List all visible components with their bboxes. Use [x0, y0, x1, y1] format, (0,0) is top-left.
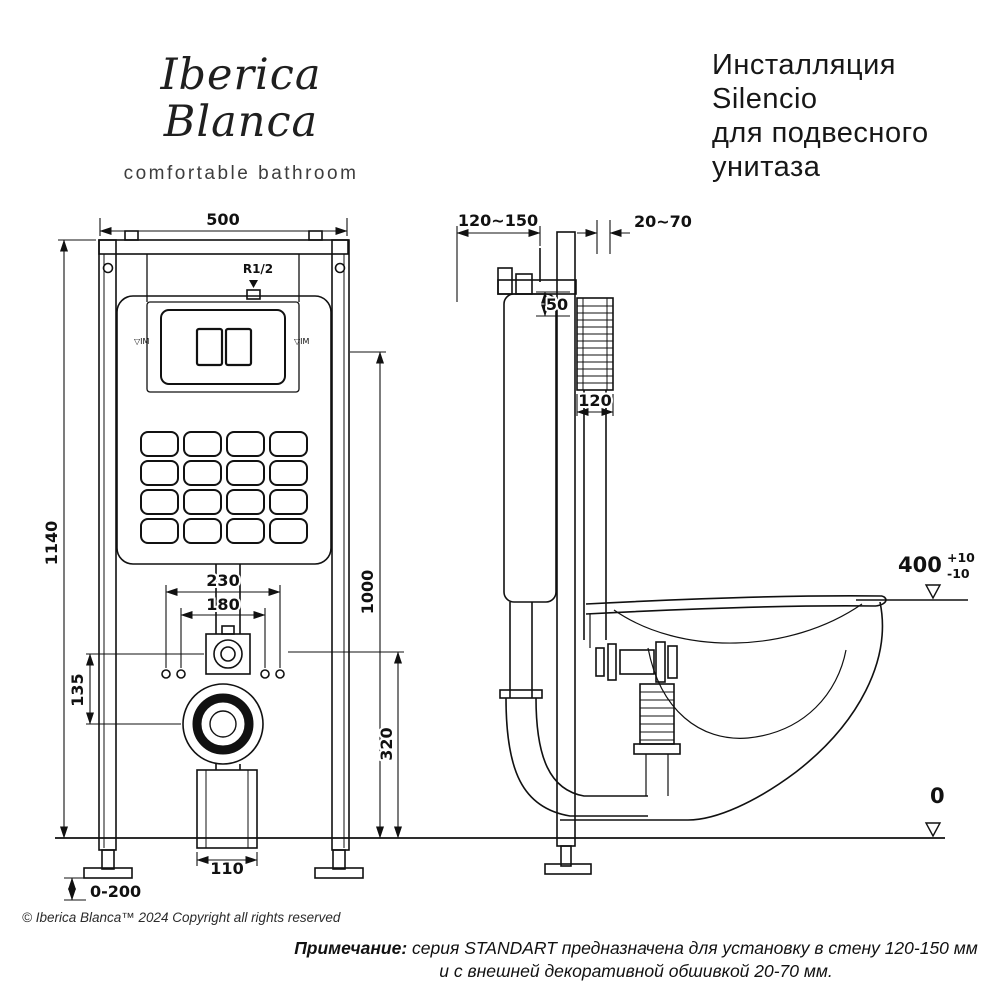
title-line-2: Silencio [712, 83, 818, 115]
dim-230: 230 [206, 571, 239, 590]
dim-height-1140: 1140 [42, 521, 61, 566]
cistern [116, 295, 332, 565]
dim-floor-level-0: 0 [930, 784, 945, 808]
dim-120: 120 [578, 391, 611, 410]
dim-wall-depth: 120~150 [458, 211, 538, 230]
outlet-elbow [499, 602, 648, 817]
drain-outlet [182, 683, 264, 849]
footnote-label: Примечание: [294, 938, 408, 958]
dim-height-1000: 1000 [358, 570, 377, 615]
copyright-text: © Iberica Blanca™ 2024 Copyright all rig… [22, 910, 341, 925]
dim-width-500: 500 [206, 210, 239, 229]
dim-50: 50 [546, 295, 568, 314]
front-view: ▽IM ▽IM [83, 230, 364, 879]
brand-block: Iberica Blanca comfortable bathroom [88, 50, 394, 185]
dim-rim-height-400: 400 [898, 553, 942, 577]
brand-logo: Iberica Blanca [160, 50, 322, 148]
dim-180: 180 [206, 595, 239, 614]
title-line-4: унитаза [712, 151, 821, 183]
dim-r12-thread: R1/2 [243, 262, 273, 276]
dim-135: 135 [68, 673, 87, 706]
front-view-dimensions [58, 218, 404, 901]
dim-panel-thickness: 20~70 [634, 212, 692, 231]
footnote-body: серия STANDART предназначена для установ… [407, 938, 978, 958]
dim-400-tolerance-plus: +10 [947, 550, 975, 565]
plate-mark-left: ▽IM [134, 337, 150, 346]
dim-400-tolerance-minus: -10 [947, 566, 970, 581]
dim-height-320: 320 [377, 727, 396, 760]
flush-plate [146, 301, 300, 393]
outlet-coupling [633, 683, 681, 796]
front-frame [98, 230, 350, 851]
water-inlet-fitting [205, 280, 261, 675]
side-view [497, 231, 887, 875]
title-line-3: для подвесного [712, 117, 929, 149]
title-line-1: Инсталляция [712, 49, 897, 81]
footnote-line-2: и с внешней декоративной обшивкой 20-70 … [439, 961, 833, 981]
brand-tagline: comfortable bathroom [123, 162, 359, 184]
side-frame [497, 231, 592, 875]
dim-foot-range: 0-200 [90, 882, 141, 901]
fixing-studs [161, 669, 285, 679]
toilet-bowl [560, 595, 887, 821]
side-view-dimensions [456, 220, 968, 838]
flush-bend-coil [576, 297, 614, 640]
side-cistern [503, 273, 557, 603]
front-feet [83, 849, 364, 879]
dim-110: 110 [210, 859, 243, 878]
flush-pipe-coupling [595, 641, 678, 683]
product-title: Инсталляция Silencio для подвесного унит… [712, 48, 982, 184]
plate-mark-right: ▽IM [294, 337, 310, 346]
footnote-line-1: Примечание: серия STANDART предназначена… [280, 937, 992, 960]
footnote: Примечание: серия STANDART предназначена… [280, 937, 992, 983]
cistern-grid [140, 431, 308, 544]
